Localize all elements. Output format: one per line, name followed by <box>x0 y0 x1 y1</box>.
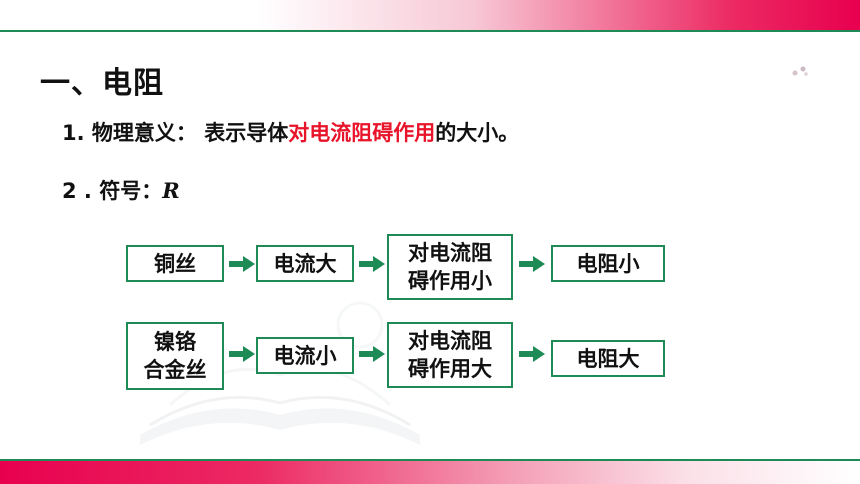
definition-highlight: 对电流阻碍作用 <box>288 121 436 145</box>
flowers-icon <box>792 66 808 76</box>
material-label: 镍铬 <box>154 330 196 354</box>
obstruction-line: 对电流阻 <box>408 329 492 353</box>
resistance-label: 电阻大 <box>576 346 640 371</box>
material-label: 合金丝 <box>143 358 207 382</box>
arrow-right-icon <box>359 346 385 362</box>
symbol-prefix: 2 . 符号： <box>62 179 163 203</box>
obstruction-box: 对电流阻 碍作用小 <box>387 234 513 300</box>
bottom-divider <box>0 459 860 461</box>
arrow-right-icon <box>519 346 545 362</box>
symbol-line: 2 . 符号：R <box>62 175 180 205</box>
resistance-box: 电阻大 <box>551 340 665 377</box>
section-heading: 一、电阻 <box>40 66 164 101</box>
material-label: 铜丝 <box>154 251 196 276</box>
obstruction-box: 对电流阻 碍作用大 <box>387 322 513 388</box>
definition-line: 1. 物理意义： 表示导体对电流阻碍作用的大小。 <box>62 117 519 147</box>
symbol-value: R <box>162 178 180 203</box>
obstruction-line: 碍作用小 <box>408 269 492 293</box>
current-box: 电流小 <box>256 337 354 374</box>
resistance-box: 电阻小 <box>551 245 665 282</box>
arrow-right-icon <box>229 346 255 362</box>
definition-after: 的大小。 <box>435 121 520 145</box>
arrow-right-icon <box>359 256 385 272</box>
obstruction-line: 碍作用大 <box>408 357 492 381</box>
current-label: 电流小 <box>273 343 337 368</box>
arrow-right-icon <box>519 256 545 272</box>
definition-before: 表示导体 <box>204 121 289 145</box>
material-box-copper: 铜丝 <box>126 245 224 282</box>
obstruction-line: 对电流阻 <box>408 241 492 265</box>
current-label: 电流大 <box>273 251 337 276</box>
definition-prefix: 1. 物理意义： <box>62 121 197 145</box>
material-box-nichrome: 镍铬 合金丝 <box>126 322 224 390</box>
top-divider <box>0 30 860 32</box>
bottom-banner <box>0 461 860 484</box>
resistance-label: 电阻小 <box>576 251 640 276</box>
current-box: 电流大 <box>256 245 354 282</box>
top-banner <box>0 0 860 30</box>
arrow-right-icon <box>229 256 255 272</box>
